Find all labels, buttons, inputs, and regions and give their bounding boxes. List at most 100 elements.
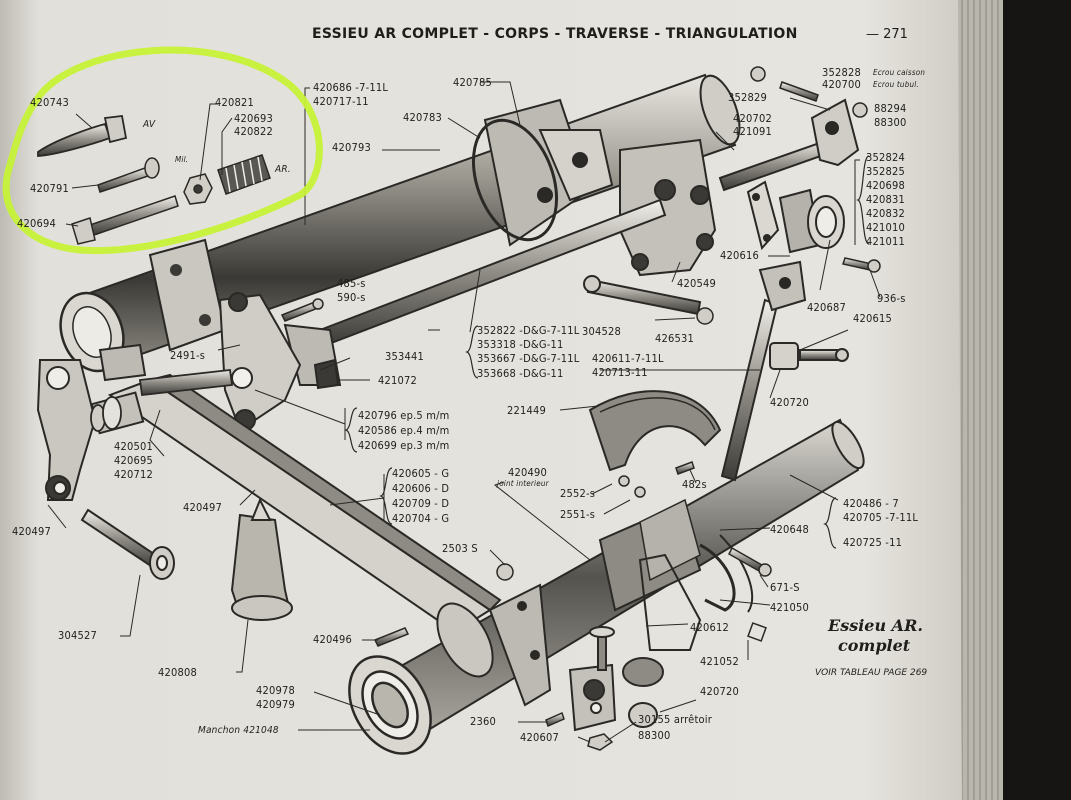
label-420612: 420612	[690, 621, 729, 634]
label-88300-top: 88300	[874, 116, 907, 129]
bolt-485s	[280, 298, 324, 322]
label-420743: 420743	[30, 96, 69, 109]
label-420490: 420490	[508, 466, 547, 479]
label-420586: 420586 ep.4 m/m	[358, 424, 450, 437]
bracket-420549	[619, 138, 717, 277]
label-671s: 671-S	[770, 581, 800, 594]
label-420709: 420709 - D	[392, 497, 450, 510]
label-352822: 352822 -D&G-7-11L	[477, 324, 580, 337]
link-rod-420611	[638, 260, 807, 651]
label-420705: 420705 -7-11L	[843, 511, 919, 524]
label-420783: 420783	[403, 111, 442, 124]
label-420791: 420791	[30, 182, 69, 195]
bracket-420607	[568, 626, 617, 732]
label-420695: 420695	[114, 454, 153, 467]
label-420693: 420693	[234, 112, 273, 125]
label-485s: 485-s	[337, 277, 366, 290]
label-420497-middle: 420497	[183, 501, 222, 514]
nut-2503s	[496, 563, 514, 581]
bolt-2360	[545, 711, 565, 728]
label-420796: 420796 ep.5 m/m	[358, 409, 450, 422]
bolt-304527	[80, 508, 175, 580]
label-2360: 2360	[470, 715, 496, 728]
label-353667: 353667 -D&G-7-11L	[477, 352, 580, 365]
label-353441: 353441	[385, 350, 424, 363]
label-421011: 421011	[866, 235, 905, 248]
label-420694: 420694	[17, 217, 56, 230]
stud-420822	[217, 154, 271, 195]
panhard-rod	[283, 198, 667, 390]
label-420698: 420698	[866, 179, 905, 192]
label-420720-upper: 420720	[770, 396, 809, 409]
label-352828-note: Ecrou caisson	[873, 68, 926, 77]
nut-88294	[852, 102, 868, 118]
page-header-title: ESSIEU AR COMPLET - CORPS - TRAVERSE - T…	[312, 26, 798, 42]
label-420605: 420605 - G	[392, 467, 450, 480]
label-420497-left: 420497	[12, 525, 51, 538]
label-352829: 352829	[728, 91, 767, 104]
label-420793: 420793	[332, 141, 371, 154]
label-420700: 420700	[822, 78, 861, 91]
label-ar: AR.	[275, 164, 291, 175]
bushing-420720-upper	[769, 342, 849, 370]
label-420821: 420821	[215, 96, 254, 109]
label-420616: 420616	[720, 249, 759, 262]
label-420648: 420648	[770, 523, 809, 536]
page-number: — 271	[866, 27, 908, 42]
end-flange	[348, 655, 432, 755]
label-352824: 352824	[866, 151, 905, 164]
label-420700-note: Ecrou tubul.	[873, 80, 919, 89]
label-421091: 421091	[733, 125, 772, 138]
label-30155: 30155 arrêtoir	[638, 713, 713, 726]
label-352825: 352825	[866, 165, 905, 178]
label-353668: 353668 -D&G-11	[477, 367, 564, 380]
bolt-420694	[71, 195, 179, 245]
label-420496: 420496	[313, 633, 352, 646]
label-420686: 420686 -7-11L	[313, 81, 389, 94]
label-426531: 426531	[655, 332, 694, 345]
bolt-420743	[37, 115, 128, 157]
page-edge-lines	[961, 0, 999, 800]
label-420687: 420687	[807, 301, 846, 314]
arm-2491s	[218, 292, 302, 432]
bushing-420687	[778, 188, 845, 254]
leader-lines	[47, 81, 881, 743]
label-353318: 353318 -D&G-11	[477, 338, 564, 351]
label-590s: 590-s	[337, 291, 366, 304]
label-420785: 420785	[453, 76, 492, 89]
label-420549: 420549	[677, 277, 716, 290]
label-421052: 421052	[700, 655, 739, 668]
label-420832: 420832	[866, 207, 905, 220]
bolt-2552s	[618, 461, 695, 498]
label-420490-note: joint interieur	[497, 479, 549, 488]
center-bracket	[471, 98, 614, 247]
bushing-420720-lower	[628, 702, 658, 728]
flange-420496	[436, 583, 552, 707]
label-304528: 304528	[582, 325, 621, 338]
label-88300-bottom: 88300	[638, 729, 671, 742]
label-av: AV	[143, 119, 156, 130]
label-420702: 420702	[733, 112, 772, 125]
label-2491s: 2491-s	[170, 349, 206, 362]
hub-420808	[230, 497, 293, 621]
label-482s: 482s	[682, 478, 707, 491]
label-221449: 221449	[507, 404, 546, 417]
bolt-671s	[728, 546, 772, 577]
caption-title-line2: complet	[838, 636, 911, 655]
label-420713: 420713-11	[592, 366, 648, 379]
label-936s: 936-s	[877, 292, 906, 305]
label-421010: 421010	[866, 221, 905, 234]
arm-420497	[36, 343, 147, 501]
bolt-420791	[97, 157, 160, 193]
label-2551s: 2551-s	[560, 508, 596, 521]
label-420978: 420978	[256, 684, 295, 697]
label-420501: 420501	[114, 440, 153, 453]
label-420699: 420699 ep.3 m/m	[358, 439, 450, 452]
guard-221449	[588, 390, 722, 472]
label-420808: 420808	[158, 666, 197, 679]
label-420486: 420486 - 7	[843, 497, 899, 510]
clamp-421050	[699, 534, 754, 613]
label-2503s: 2503 S	[442, 542, 478, 555]
label-420717: 420717-11	[313, 95, 369, 108]
